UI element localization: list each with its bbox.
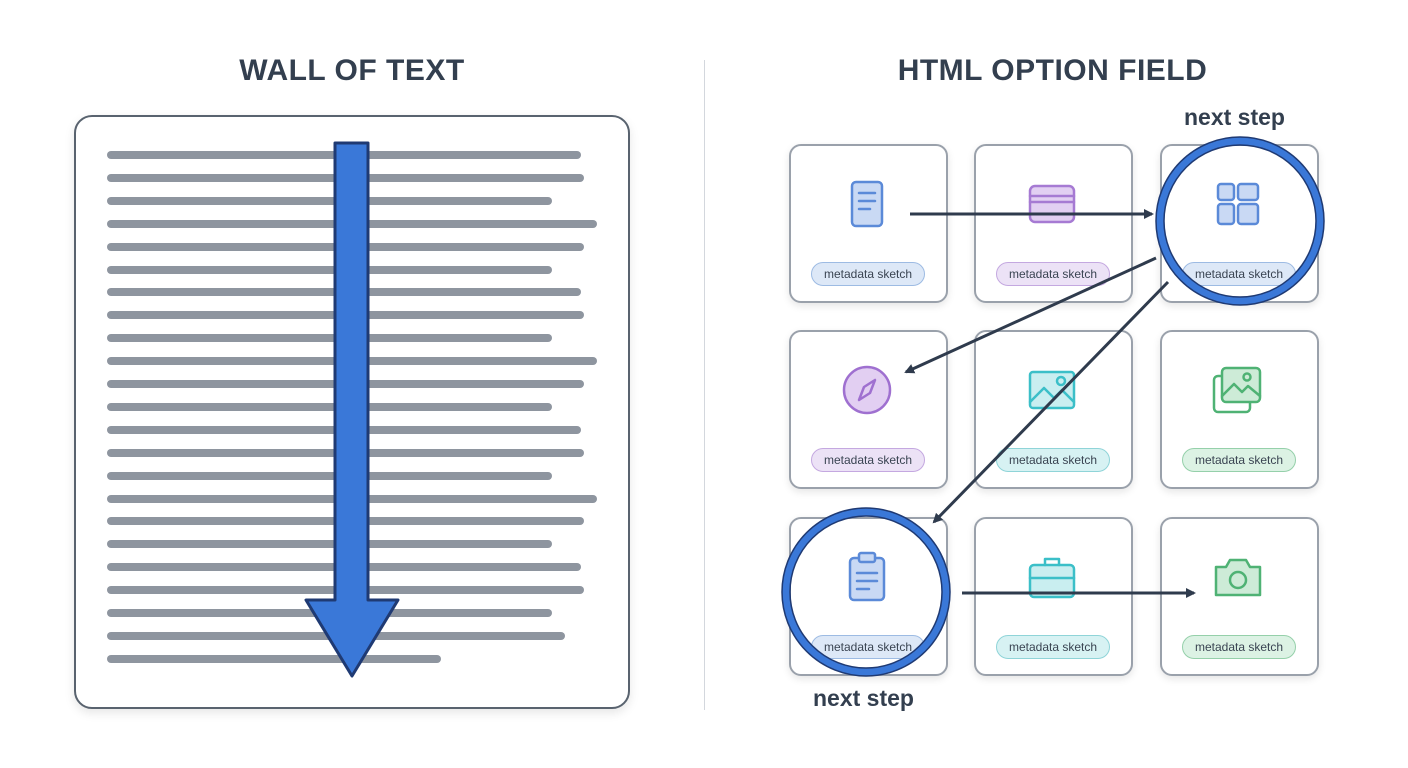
image-icon [1024,362,1080,418]
text-line [107,151,581,159]
metadata-chip: metadata sketch [996,262,1110,286]
html-option-field-title: HTML OPTION FIELD [897,54,1208,87]
metadata-chip: metadata sketch [1182,448,1296,472]
text-line [107,609,552,617]
metadata-chip: metadata sketch [811,635,925,659]
text-line [107,311,584,320]
clipboard-icon [839,549,895,605]
option-card[interactable]: metadata sketch [1160,330,1319,489]
metadata-chip: metadata sketch [1182,635,1296,659]
option-card[interactable]: metadata sketch [789,517,948,676]
text-line [107,631,565,640]
text-line [107,448,584,457]
option-card[interactable]: metadata sketch [1160,144,1319,303]
text-line [107,471,552,480]
option-card[interactable]: metadata sketch [1160,517,1319,676]
text-line [107,196,552,205]
text-line [107,357,597,366]
text-line [107,494,597,503]
text-line [107,334,552,343]
metadata-chip: metadata sketch [996,448,1110,472]
section-divider [704,60,705,710]
option-card[interactable]: metadata sketch [789,330,948,489]
gallery-icon [1210,362,1266,418]
browser-window-icon [1024,176,1080,232]
option-card[interactable]: metadata sketch [974,144,1133,303]
text-line [107,402,552,411]
option-card[interactable]: metadata sketch [789,144,948,303]
metadata-chip: metadata sketch [811,448,925,472]
text-line [107,540,552,549]
text-line [107,242,584,251]
next-step-label-bottom: next step [813,685,914,711]
text-line [107,288,581,297]
text-line [107,173,584,182]
wall-of-text-title: WALL OF TEXT [239,54,465,87]
metadata-chip: metadata sketch [811,262,925,286]
camera-icon [1210,549,1266,605]
text-line [107,563,581,572]
option-card[interactable]: metadata sketch [974,330,1133,489]
next-step-label-top: next step [1184,104,1285,130]
option-card[interactable]: metadata sketch [974,517,1133,676]
text-line [107,425,581,434]
text-line [107,517,584,526]
dashboard-icon [1210,176,1266,232]
metadata-chip: metadata sketch [996,635,1110,659]
document-icon [839,176,895,232]
metadata-chip: metadata sketch [1182,262,1296,286]
compass-icon [839,362,895,418]
text-line [107,219,597,228]
text-line [107,586,584,595]
text-line [107,265,552,274]
text-line [107,654,441,663]
text-line [107,380,584,388]
briefcase-icon [1024,549,1080,605]
text-document-panel [74,115,630,709]
